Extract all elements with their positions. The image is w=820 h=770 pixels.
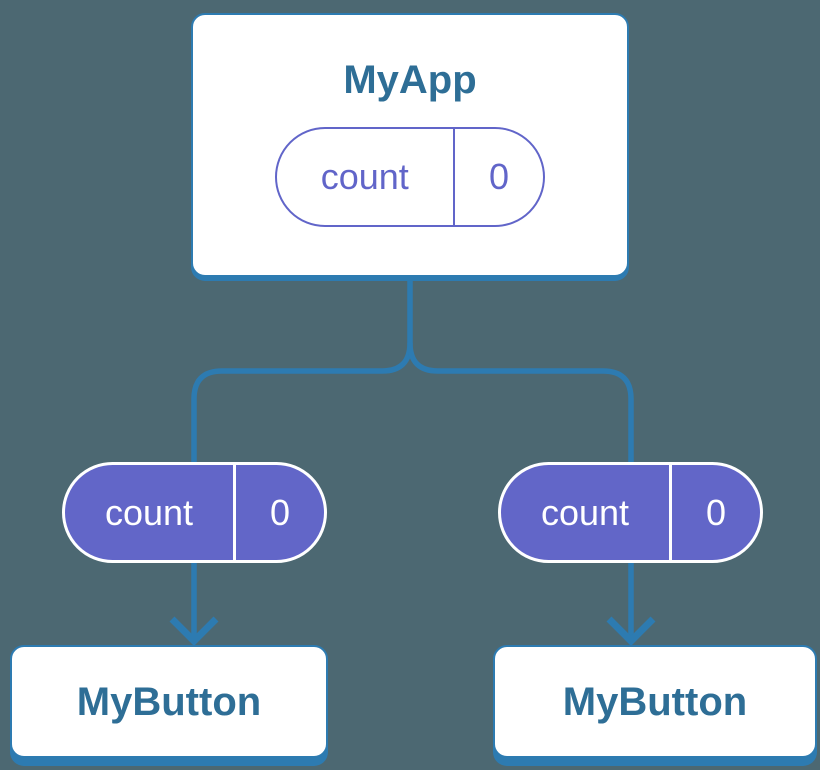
prop-value-label: 0: [705, 491, 727, 533]
pill-divider: [669, 465, 672, 560]
connector-root-to-right: [407, 342, 634, 462]
pill-divider: [452, 129, 455, 225]
arrow-down-icon: [169, 616, 219, 646]
pill-divider: [233, 465, 236, 560]
prop-name-label: count: [540, 491, 630, 533]
mybutton-node-title: MyButton: [76, 679, 262, 724]
mybutton-node-right: MyButton: [493, 645, 817, 758]
mybutton-node-title: MyButton: [562, 679, 748, 724]
myapp-node: MyApp count 0: [191, 13, 629, 277]
left-prop-pill: count 0: [62, 462, 327, 563]
right-prop-pill: count 0: [498, 462, 763, 563]
state-name-label: count: [320, 156, 409, 197]
arrow-down-icon: [606, 616, 656, 646]
state-value-label: 0: [488, 156, 510, 197]
mybutton-node-left: MyButton: [10, 645, 328, 758]
connector-root-to-left: [191, 281, 413, 462]
myapp-node-title: MyApp: [343, 58, 477, 102]
prop-name-label: count: [104, 491, 194, 533]
myapp-state-pill: count 0: [275, 127, 545, 227]
prop-value-label: 0: [269, 491, 291, 533]
